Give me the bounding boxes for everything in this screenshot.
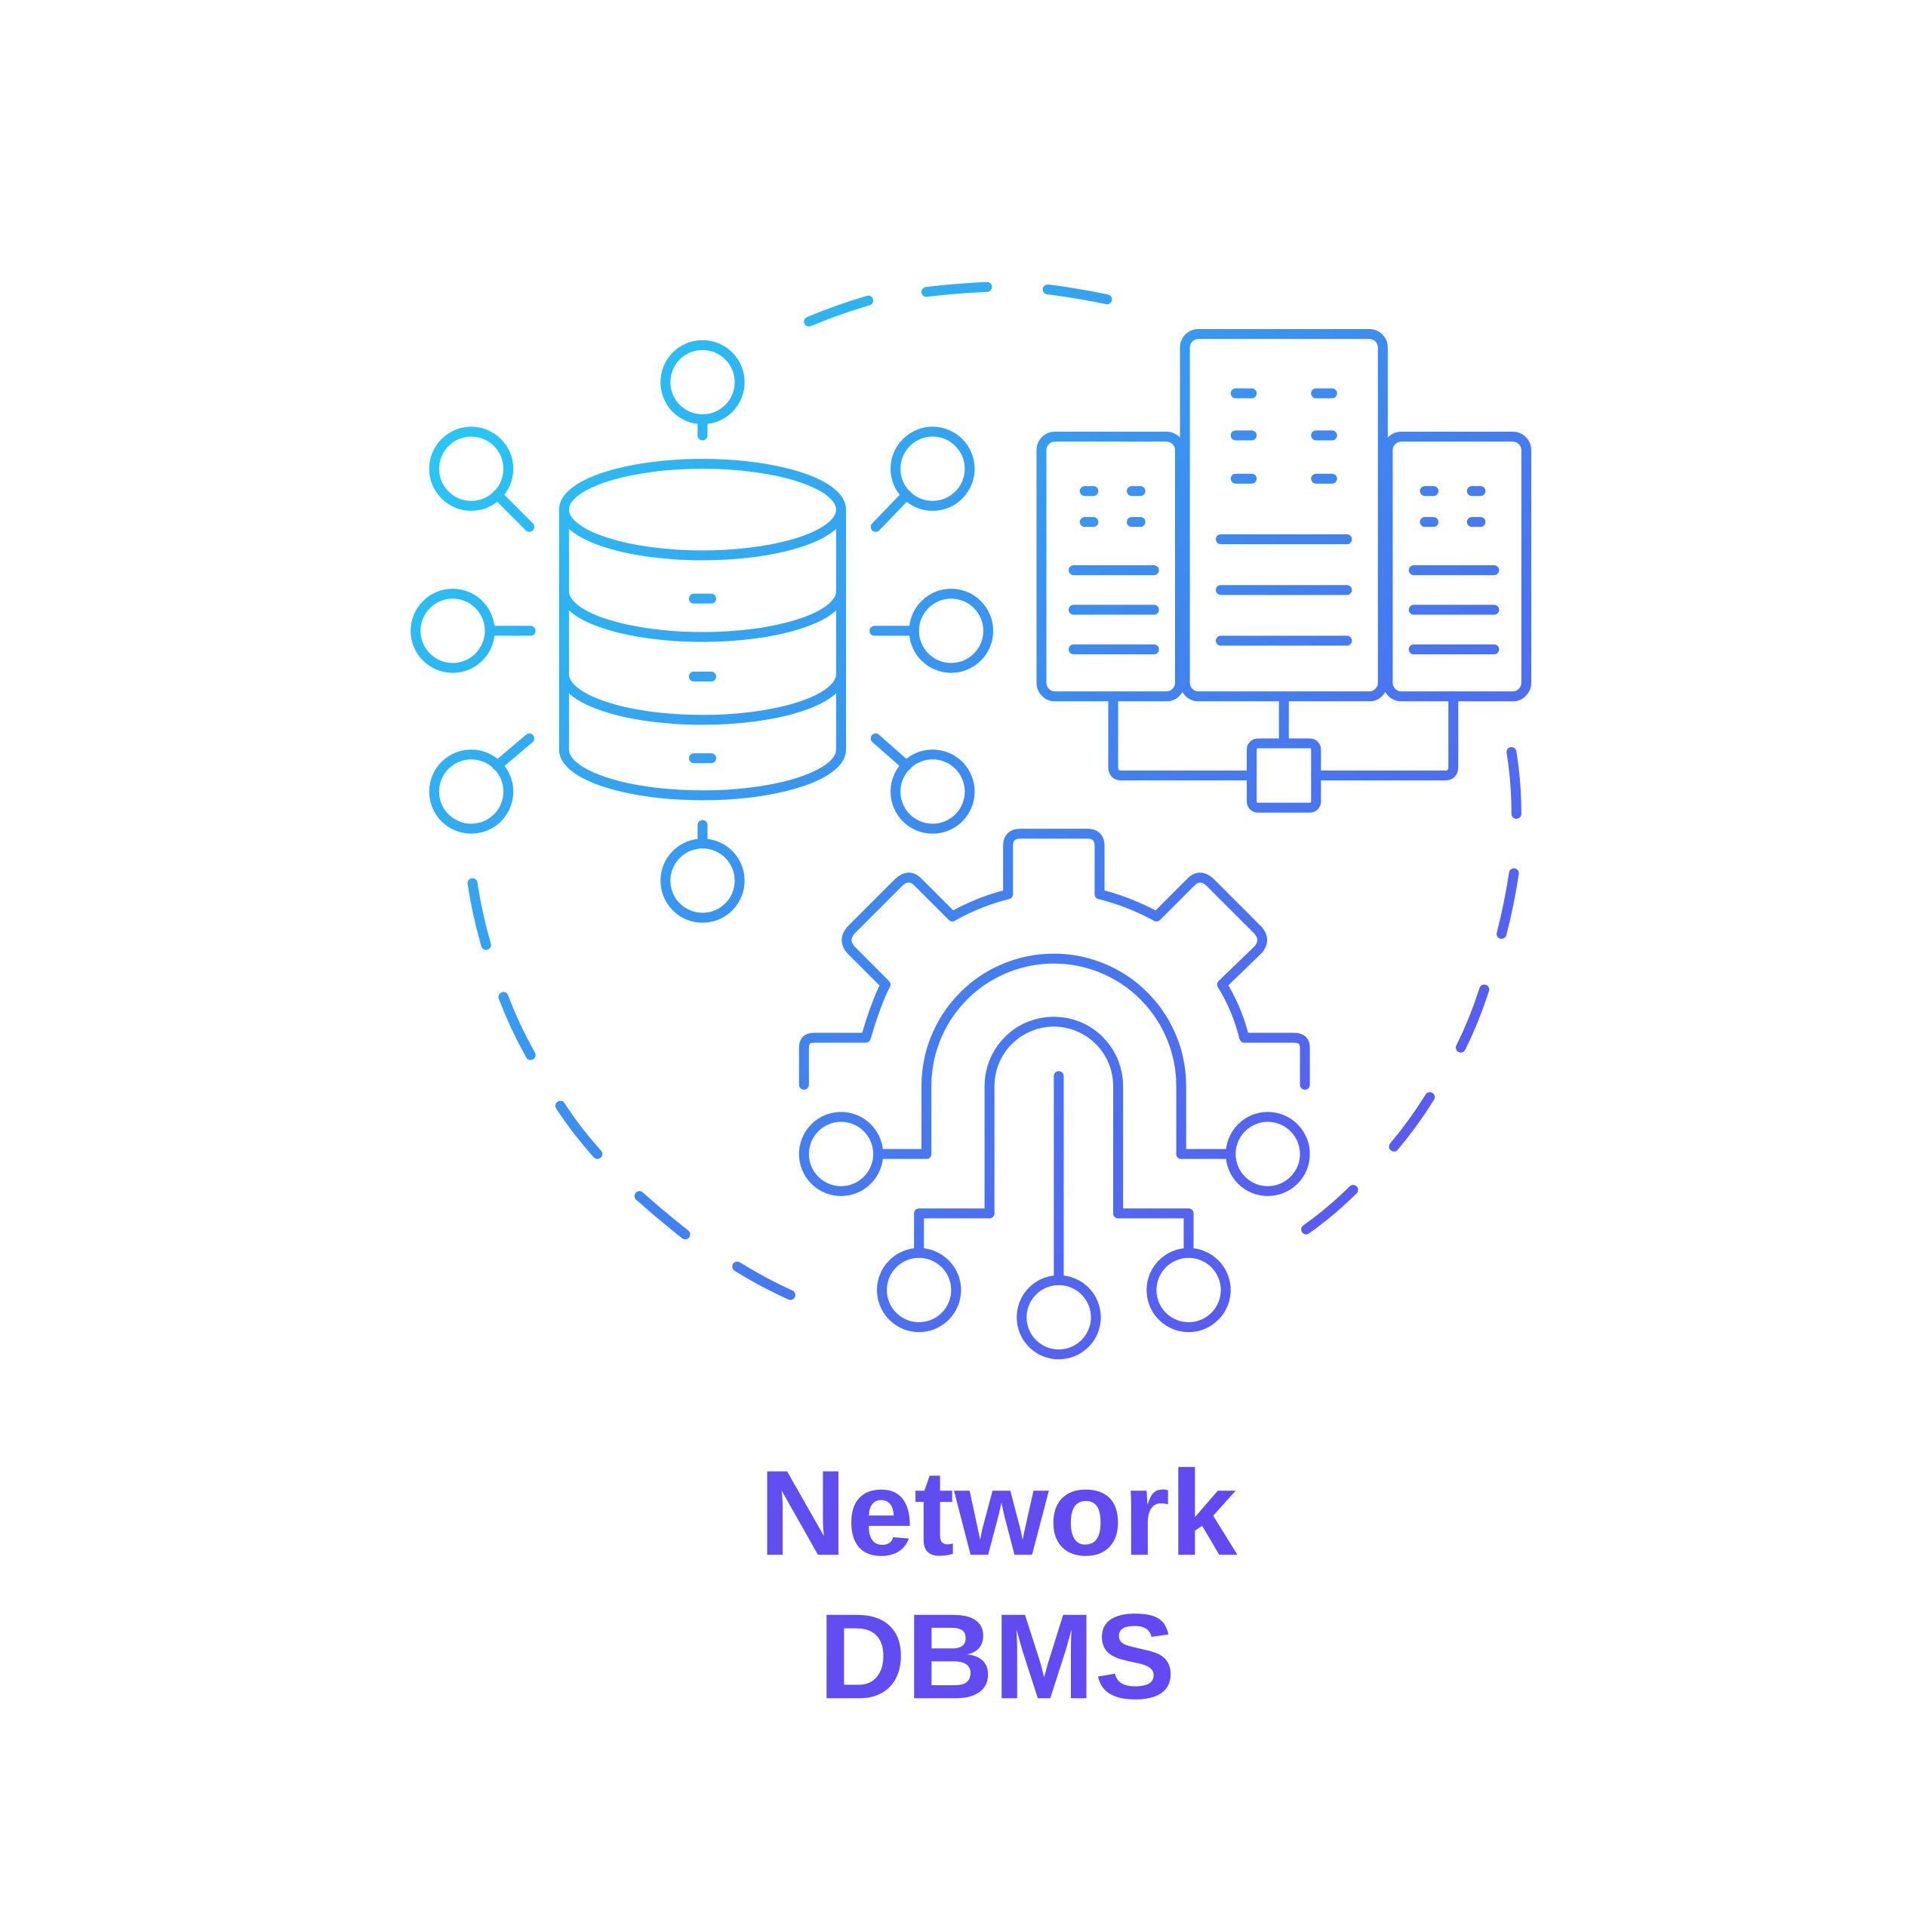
database-cylinder-icon	[411, 340, 994, 923]
gear-network-icon	[798, 829, 1310, 1360]
dashed-ring	[467, 281, 1521, 1300]
server-racks-icon	[1036, 328, 1531, 813]
title-line-1: Network	[759, 1446, 1238, 1581]
title-line-2: DBMS	[819, 1589, 1176, 1724]
